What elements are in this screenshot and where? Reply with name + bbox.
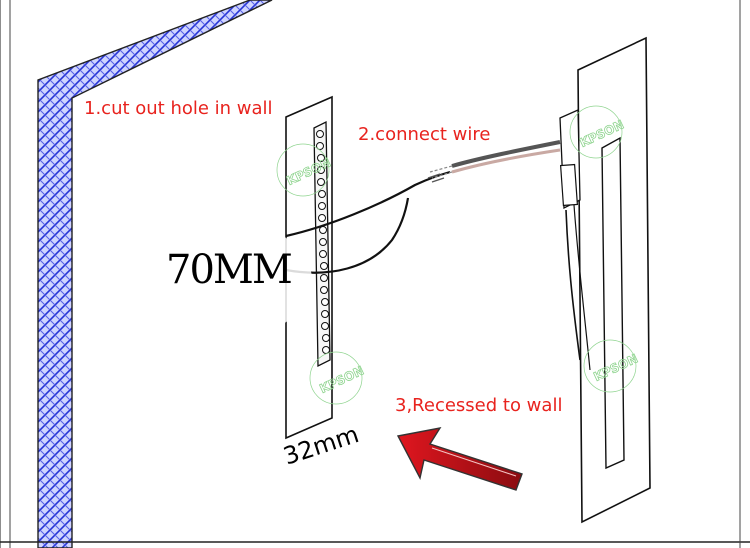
wall-wires	[285, 170, 451, 274]
insert-arrow	[396, 427, 523, 491]
height-dimension-label: 70MM	[166, 247, 293, 293]
step-1-label: 1.cut out hole in wall	[84, 98, 273, 119]
step-2-label: 2.connect wire	[358, 124, 491, 145]
label-backdrop	[132, 220, 312, 340]
led-strip	[313, 120, 331, 368]
lamp-fixture	[559, 36, 651, 524]
step-3-label: 3,Recessed to wall	[395, 395, 563, 416]
lamp-wires	[429, 140, 561, 179]
